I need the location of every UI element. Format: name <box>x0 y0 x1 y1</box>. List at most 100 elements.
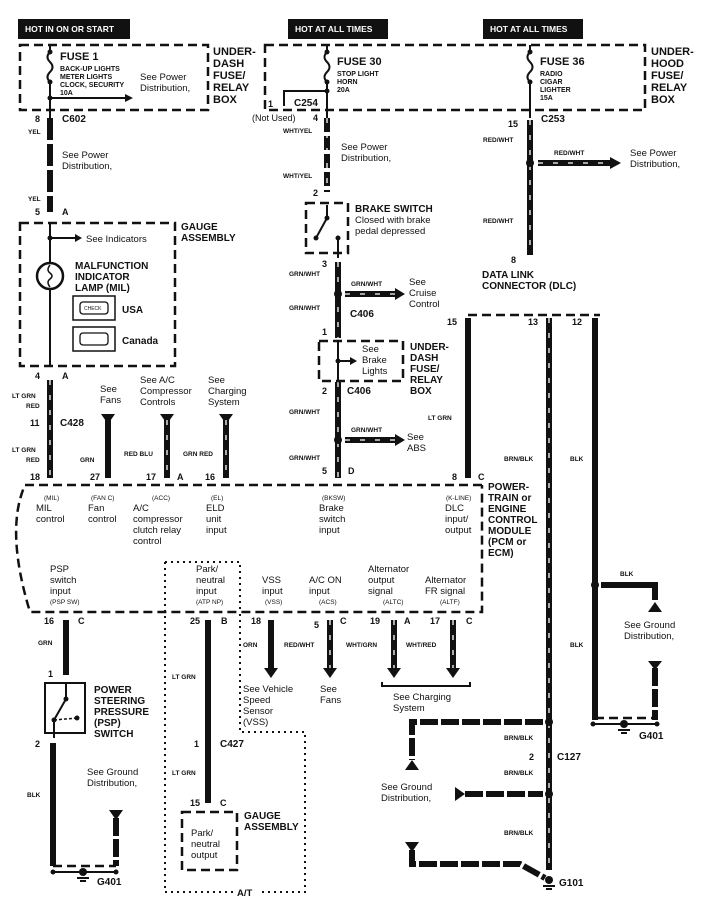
svg-text:unit: unit <box>206 514 222 525</box>
svg-text:compressor: compressor <box>133 514 183 525</box>
svg-text:GRN/WHT: GRN/WHT <box>351 427 382 434</box>
svg-text:BOX: BOX <box>410 386 432 397</box>
connector-c427: C427 <box>220 739 244 750</box>
svg-text:Distribution,: Distribution, <box>624 631 674 642</box>
psp-switch: POWER STEERING PRESSURE (PSP) SWITCH <box>44 682 149 740</box>
svg-text:UNDER-: UNDER- <box>213 46 256 58</box>
svg-text:RADIO: RADIO <box>540 71 563 78</box>
svg-text:signal: signal <box>368 586 393 597</box>
svg-text:Fan: Fan <box>88 503 104 514</box>
svg-text:BRN/BLK: BRN/BLK <box>504 770 534 777</box>
svg-text:Distribution,: Distribution, <box>87 778 137 789</box>
ground-g101: G101 <box>559 878 584 889</box>
svg-text:CLOCK, SECURITY: CLOCK, SECURITY <box>60 82 125 89</box>
svg-text:neutral: neutral <box>191 839 220 850</box>
svg-text:See A/C: See A/C <box>140 375 175 386</box>
svg-text:CHECK: CHECK <box>84 306 102 312</box>
svg-text:switch: switch <box>319 514 345 525</box>
svg-text:GRN: GRN <box>38 640 53 647</box>
svg-text:Park/: Park/ <box>191 828 214 839</box>
svg-text:(PSP SW): (PSP SW) <box>50 599 80 606</box>
svg-text:ORN: ORN <box>243 642 258 649</box>
pcm-terminal-altc: Alternator output signal (ALTC) <box>368 564 409 606</box>
svg-text:Distribution,: Distribution, <box>62 161 112 172</box>
svg-text:8: 8 <box>452 472 457 482</box>
svg-text:(ALTF): (ALTF) <box>440 599 460 606</box>
header-hot-in-on-or-start: HOT IN ON OR START <box>18 19 130 39</box>
svg-text:input/: input/ <box>445 514 469 525</box>
pcm-terminal-kline: (K-LINE) DLC input/ output <box>445 495 472 536</box>
svg-text:Fans: Fans <box>100 395 121 406</box>
svg-text:Distribution,: Distribution, <box>381 793 431 804</box>
svg-text:CONTROL: CONTROL <box>488 515 537 526</box>
svg-text:INDICATOR: INDICATOR <box>75 272 130 283</box>
svg-text:FUSE 1: FUSE 1 <box>60 51 99 63</box>
svg-text:See Power: See Power <box>630 148 676 159</box>
svg-text:BLK: BLK <box>27 792 41 799</box>
svg-text:10A: 10A <box>60 90 73 97</box>
svg-text:A: A <box>177 472 184 482</box>
svg-text:1: 1 <box>194 739 199 749</box>
svg-text:See Ground: See Ground <box>624 620 675 631</box>
svg-text:HOOD: HOOD <box>651 58 684 70</box>
svg-text:LT GRN: LT GRN <box>428 415 452 422</box>
svg-text:See Charging: See Charging <box>393 692 451 703</box>
wire-lt-grn-red: LT GRN RED LT GRN RED <box>12 380 53 478</box>
svg-text:2: 2 <box>529 752 534 762</box>
ground-g401-left: G401 <box>97 877 122 888</box>
svg-text:BRN/BLK: BRN/BLK <box>504 456 534 463</box>
svg-text:FUSE 30: FUSE 30 <box>337 56 382 68</box>
under-dash-fuse-box-label: UNDER- DASH FUSE/ RELAY BOX <box>213 46 256 106</box>
gauge-assembly-park-neutral: Park/ neutral output GAUGE ASSEMBLY <box>180 810 299 872</box>
pcm-terminal-acs: A/C ON input (ACS) <box>309 575 342 606</box>
svg-text:WHT/GRN: WHT/GRN <box>346 642 377 649</box>
svg-text:Compressor: Compressor <box>140 386 192 397</box>
mil-label: MALFUNCTION INDICATOR LAMP (MIL) <box>75 261 148 294</box>
svg-text:Brake: Brake <box>362 355 387 366</box>
wire-yel: YEL YEL See Power Distribution, <box>28 118 112 212</box>
wire-wht-yel: WHT/YEL WHT/YEL See Power Distribution, <box>283 118 391 192</box>
svg-text:RED/WHT: RED/WHT <box>483 218 513 225</box>
pcm-terminal-atp-np: Park/ neutral input (ATP NP) <box>196 564 225 606</box>
svg-text:5: 5 <box>322 466 327 476</box>
svg-text:Brake: Brake <box>319 503 344 514</box>
pcm-terminal-bksw: (BKSW) Brake switch input <box>319 495 345 536</box>
svg-text:neutral: neutral <box>196 575 225 586</box>
svg-text:FUSE/: FUSE/ <box>410 364 440 375</box>
svg-text:BRN/BLK: BRN/BLK <box>504 830 534 837</box>
not-used-label: (Not Used) <box>252 113 296 123</box>
svg-text:(ACC): (ACC) <box>152 495 170 502</box>
svg-text:(ACS): (ACS) <box>319 599 337 606</box>
svg-text:input: input <box>196 586 217 597</box>
svg-text:input: input <box>50 586 71 597</box>
svg-text:16: 16 <box>205 472 215 482</box>
svg-text:switch: switch <box>50 575 76 586</box>
wire-grn-red-charging: See Charging System GRN RED 16 <box>183 375 247 482</box>
svg-text:(FAN C): (FAN C) <box>91 495 114 502</box>
svg-text:11: 11 <box>30 418 40 428</box>
svg-text:UNDER-: UNDER- <box>651 46 694 58</box>
svg-text:A/C: A/C <box>133 503 149 514</box>
svg-text:GAUGE: GAUGE <box>181 222 218 233</box>
svg-text:clutch relay: clutch relay <box>133 525 181 536</box>
svg-text:TRAIN or: TRAIN or <box>488 493 531 504</box>
svg-text:C: C <box>340 616 347 626</box>
svg-text:C: C <box>78 616 85 626</box>
svg-text:Park/: Park/ <box>196 564 219 575</box>
svg-text:DLC: DLC <box>445 503 464 514</box>
svg-text:control: control <box>133 536 162 547</box>
svg-text:WHT/RED: WHT/RED <box>406 642 437 649</box>
connector-c127: C127 <box>557 752 581 763</box>
at-region-outline <box>164 561 306 893</box>
svg-text:18: 18 <box>30 472 40 482</box>
ground-branch-2 <box>455 787 553 801</box>
svg-text:GAUGE: GAUGE <box>244 811 281 822</box>
svg-text:ASSEMBLY: ASSEMBLY <box>181 233 236 244</box>
svg-text:Lights: Lights <box>362 366 388 377</box>
svg-text:B: B <box>221 616 228 626</box>
dlc-label: DATA LINK CONNECTOR (DLC) <box>482 270 576 292</box>
svg-text:UNDER-: UNDER- <box>410 342 449 353</box>
svg-text:(MIL): (MIL) <box>44 495 59 502</box>
ground-branch-3 <box>405 842 547 881</box>
ground-g101-symbol <box>543 876 555 890</box>
